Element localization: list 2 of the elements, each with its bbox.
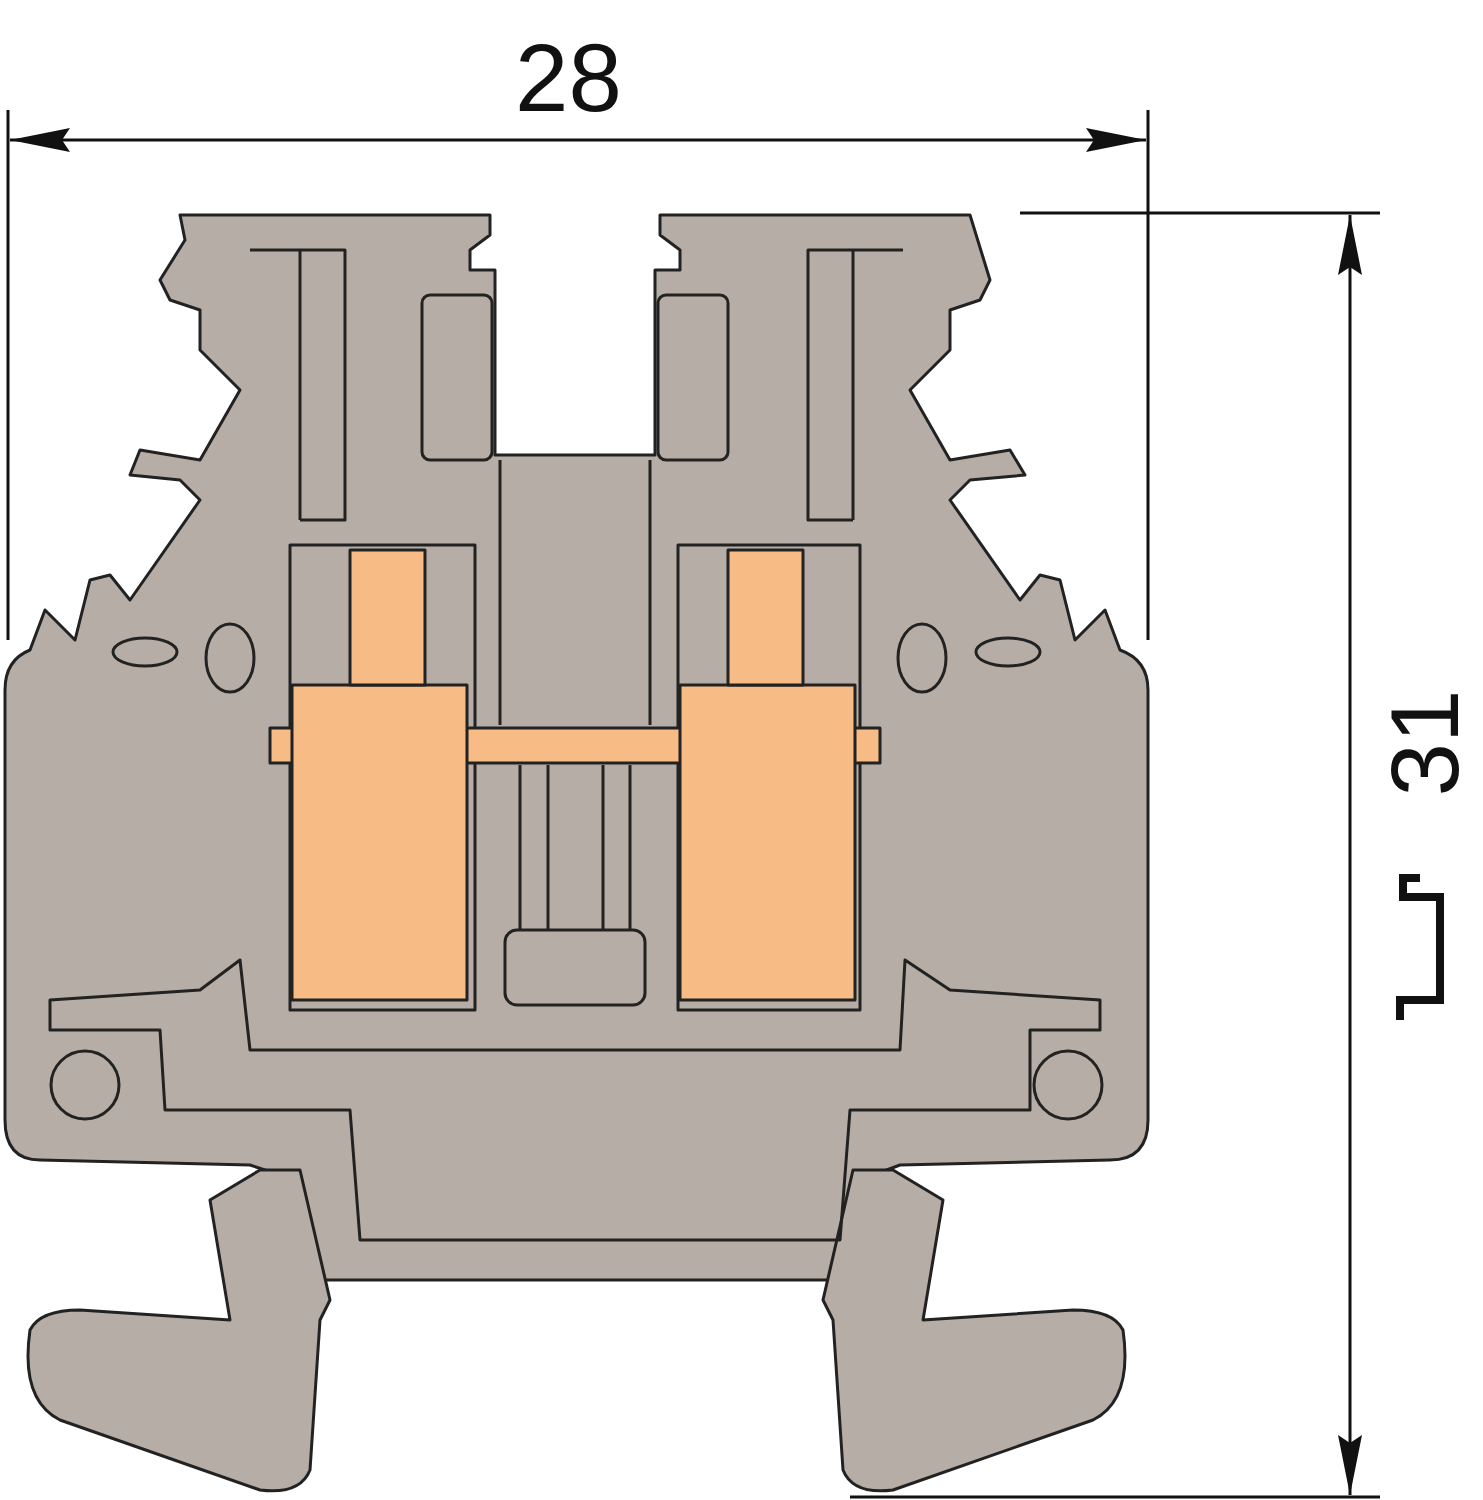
dimension-label: 28 [515, 30, 622, 126]
dimension-label: 31 [1377, 689, 1474, 797]
